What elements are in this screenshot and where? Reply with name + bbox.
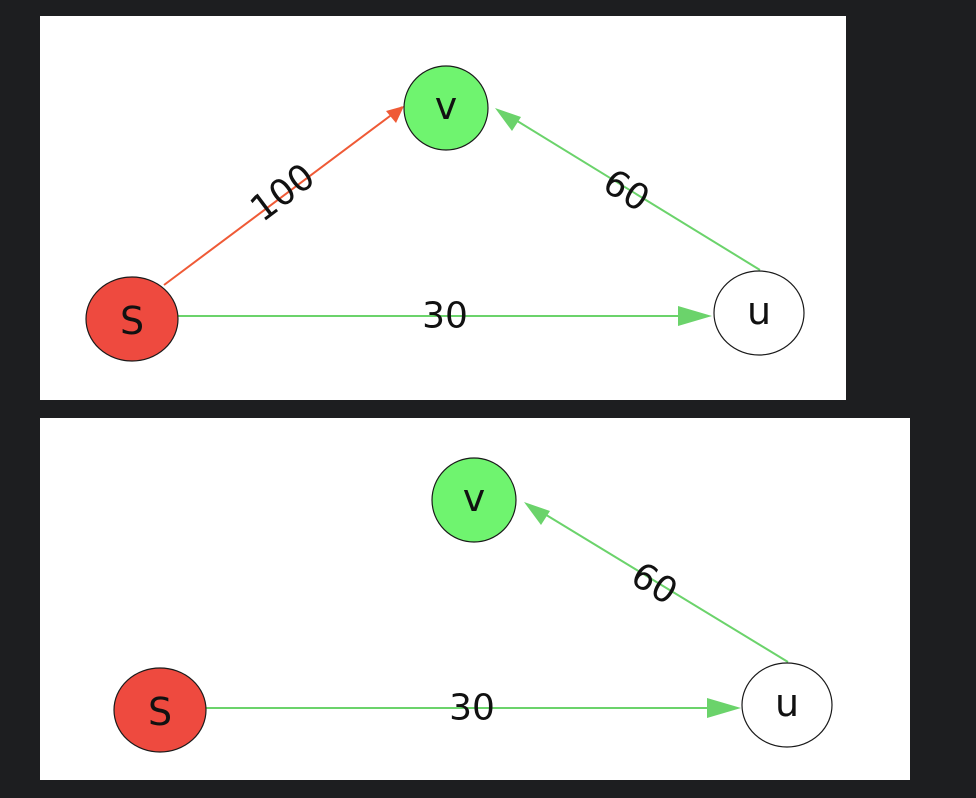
edge-u-v: 60 — [524, 502, 789, 663]
edge-u-v-arrowhead — [495, 108, 521, 131]
node-s: S — [85, 276, 179, 362]
edge-s-u-arrowhead — [707, 698, 741, 718]
edge-s-u: 30 — [178, 296, 712, 337]
node-s-label: S — [148, 690, 172, 734]
edge-s-v-arrowhead — [386, 106, 404, 123]
graph-2-canvas: 30 60 S v u — [113, 457, 833, 753]
node-v: v — [431, 457, 517, 543]
node-u-label: u — [747, 289, 771, 333]
node-v-label: v — [463, 476, 486, 520]
node-u: u — [741, 662, 833, 748]
edge-s-u-arrowhead — [678, 306, 712, 326]
edge-u-v: 60 — [495, 108, 761, 271]
edge-s-u-weight: 30 — [422, 296, 468, 337]
node-u: u — [713, 270, 805, 356]
node-u-label: u — [775, 681, 799, 725]
graph-panel-1: 100 30 60 S v — [40, 16, 846, 400]
edge-u-v-arrowhead — [524, 502, 550, 525]
node-v-label: v — [435, 84, 458, 128]
graph-1-canvas: 100 30 60 S v — [85, 65, 805, 362]
graph-panel-2: 30 60 S v u — [40, 418, 910, 780]
node-s-label: S — [120, 299, 144, 343]
edge-s-v-weight: 100 — [243, 156, 323, 230]
edge-u-v-weight: 60 — [624, 555, 684, 614]
node-s: S — [113, 667, 207, 753]
node-v: v — [403, 65, 489, 151]
edge-s-u-weight: 30 — [449, 688, 495, 729]
edge-s-u: 30 — [206, 688, 741, 729]
edge-s-v: 100 — [163, 106, 404, 286]
edge-u-v-weight: 60 — [596, 162, 656, 221]
